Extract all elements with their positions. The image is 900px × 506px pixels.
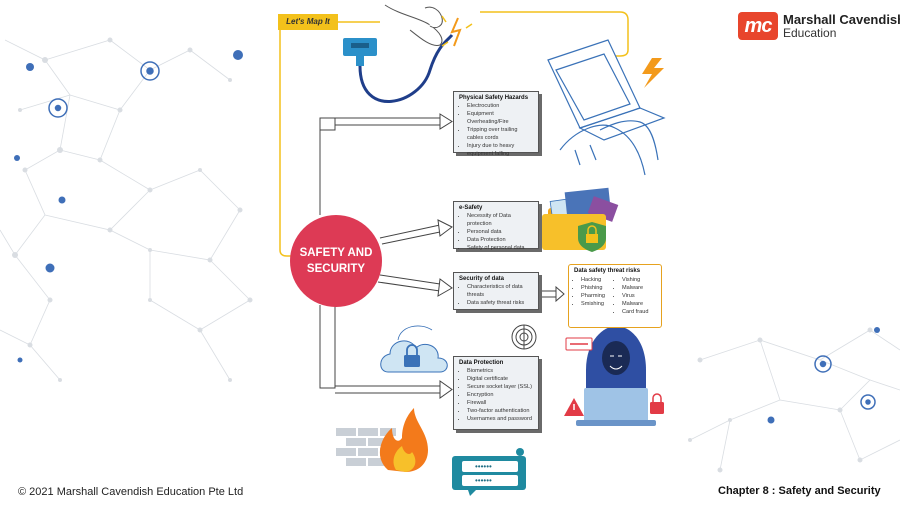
lightning-icon: [642, 58, 664, 88]
folder-lock-icon: [542, 187, 619, 252]
list-item: Firewall: [467, 399, 533, 407]
fingerprint-icon: [511, 324, 537, 350]
list-item: Card fraud: [622, 308, 656, 316]
logo-mark: mc: [738, 12, 778, 40]
list-item: Electrocution: [467, 102, 533, 110]
topic-title: e-Safety: [459, 205, 483, 211]
central-topic-line1: SAFETY AND: [299, 247, 373, 259]
masked-username-field: ••••••: [462, 461, 518, 472]
list-item: Digital certificate: [467, 375, 533, 383]
hacker-icon: [564, 326, 664, 426]
laptop-icon: [547, 39, 666, 176]
threat-list-col2: Vishing Malware Virus Malware Card fraud: [615, 276, 656, 316]
threat-risks-title: Data safety threat risks: [574, 268, 641, 274]
list-item: Biometrics: [467, 367, 533, 375]
list-item: Malware: [622, 284, 656, 292]
connector-arrows: [319, 113, 565, 399]
list-item: Pharming: [581, 292, 615, 300]
password-card-icon: [452, 448, 526, 496]
list-item: Safety of personal data: [467, 244, 533, 252]
list-item: Necessity of Data protection: [467, 212, 533, 228]
list-item: Data safety threat risks: [467, 299, 533, 307]
chapter-label: Chapter 8 : Safety and Security: [718, 485, 881, 497]
frame-line-top: [480, 11, 629, 57]
list-item: Characteristics of data threats: [467, 283, 533, 299]
masked-password-field: ••••••: [462, 475, 518, 486]
list-item: Injury due to heavy equipment falling: [467, 142, 533, 158]
list-item: Two-factor authentication: [467, 407, 533, 415]
firewall-icon: [336, 408, 428, 472]
list-item: Equipment Overheating/Fire: [467, 110, 533, 126]
hand-spark-icon: [384, 4, 473, 47]
list-item: Smishing: [581, 300, 615, 308]
list-item: Phishing: [581, 284, 615, 292]
list-item: Vishing: [622, 276, 656, 284]
topic-box-data-protection: Data Protection Biometrics Digital certi…: [453, 356, 539, 430]
central-topic: SAFETY AND SECURITY: [290, 215, 382, 307]
topic-box-physical-safety: Physical Safety Hazards Electrocution Eq…: [453, 91, 539, 157]
list-item: Virus: [622, 292, 656, 300]
list-item: Secure socket layer (SSL): [467, 383, 533, 391]
topic-title: Security of data: [459, 276, 505, 282]
lets-map-it-banner: Let's Map It: [278, 14, 338, 30]
list-item: Tripping over trailing cables cords: [467, 126, 533, 142]
plug-icon: [343, 33, 454, 103]
topic-box-security-of-data: Security of data Characteristics of data…: [453, 272, 539, 310]
list-item: Encryption: [467, 391, 533, 399]
threat-risks-box: Data safety threat risks Hacking Phishin…: [568, 264, 662, 328]
brand-name: Marshall Cavendish: [783, 12, 900, 27]
list-item: Personal data: [467, 228, 533, 236]
list-item: Data Protection: [467, 236, 533, 244]
topic-title: Data Protection: [459, 360, 504, 366]
frame-line-left: [279, 30, 292, 257]
central-topic-line2: SECURITY: [306, 263, 366, 275]
cloud-lock-icon: [380, 325, 448, 373]
list-item: Hacking: [581, 276, 615, 284]
topic-box-e-safety: e-Safety Necessity of Data protection Pe…: [453, 201, 539, 252]
list-item: Usernames and password: [467, 415, 533, 423]
copyright-notice: © 2021 Marshall Cavendish Education Pte …: [18, 486, 244, 498]
list-item: Malware: [622, 300, 656, 308]
brand-subname: Education: [783, 26, 837, 40]
brand-logo: mc Marshall Cavendish Education: [738, 12, 900, 42]
topic-title: Physical Safety Hazards: [459, 95, 529, 101]
threat-list-col1: Hacking Phishing Pharming Smishing: [574, 276, 615, 316]
